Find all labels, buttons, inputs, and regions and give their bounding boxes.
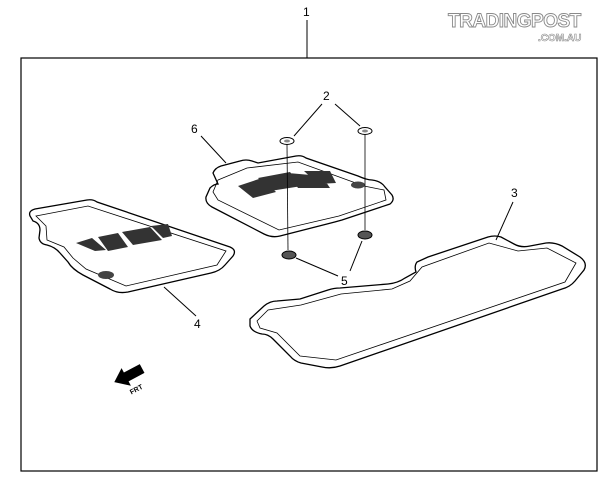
leader-line-5b [349, 240, 363, 272]
leader-line-3 [495, 201, 514, 241]
callout-2: 2 [323, 89, 330, 103]
mat-logo-icon [76, 224, 172, 251]
front-left-floor-mat [28, 199, 236, 294]
rear-floor-mat [249, 235, 586, 369]
leader-line-2a [293, 103, 323, 137]
front-arrow-icon [114, 364, 145, 386]
assembly-frame [20, 57, 598, 472]
watermark-domain: .COM.AU [538, 33, 581, 44]
watermark-brand: TRADINGPOST [448, 11, 582, 32]
leader-line-6 [200, 135, 227, 164]
retainer-bottom-right-icon [357, 230, 373, 240]
leader-line-5a [295, 257, 339, 277]
retainer-bottom-left-icon [281, 250, 297, 260]
callout-6: 6 [191, 122, 198, 136]
upper-fasteners [279, 127, 373, 145]
watermark-logo: TRADINGPOST .COM.AU [448, 11, 583, 45]
retainer-grommet-icon [351, 181, 365, 189]
callout-3: 3 [511, 186, 518, 200]
alignment-line-left [286, 144, 289, 251]
callout-5: 5 [341, 274, 348, 288]
front-direction-indicator: FRT [114, 364, 145, 397]
leader-line-4 [163, 286, 197, 317]
alignment-lines [286, 135, 366, 251]
callout-4: 4 [194, 317, 201, 331]
callout-1: 1 [303, 5, 310, 19]
front-arrow-label: FRT [129, 384, 145, 397]
lower-fasteners [281, 230, 373, 260]
retainer-grommet-icon [98, 271, 114, 279]
retainer-hole-icon [362, 129, 368, 133]
retainer-hole-icon [284, 139, 290, 143]
leader-line-2b [334, 103, 361, 127]
